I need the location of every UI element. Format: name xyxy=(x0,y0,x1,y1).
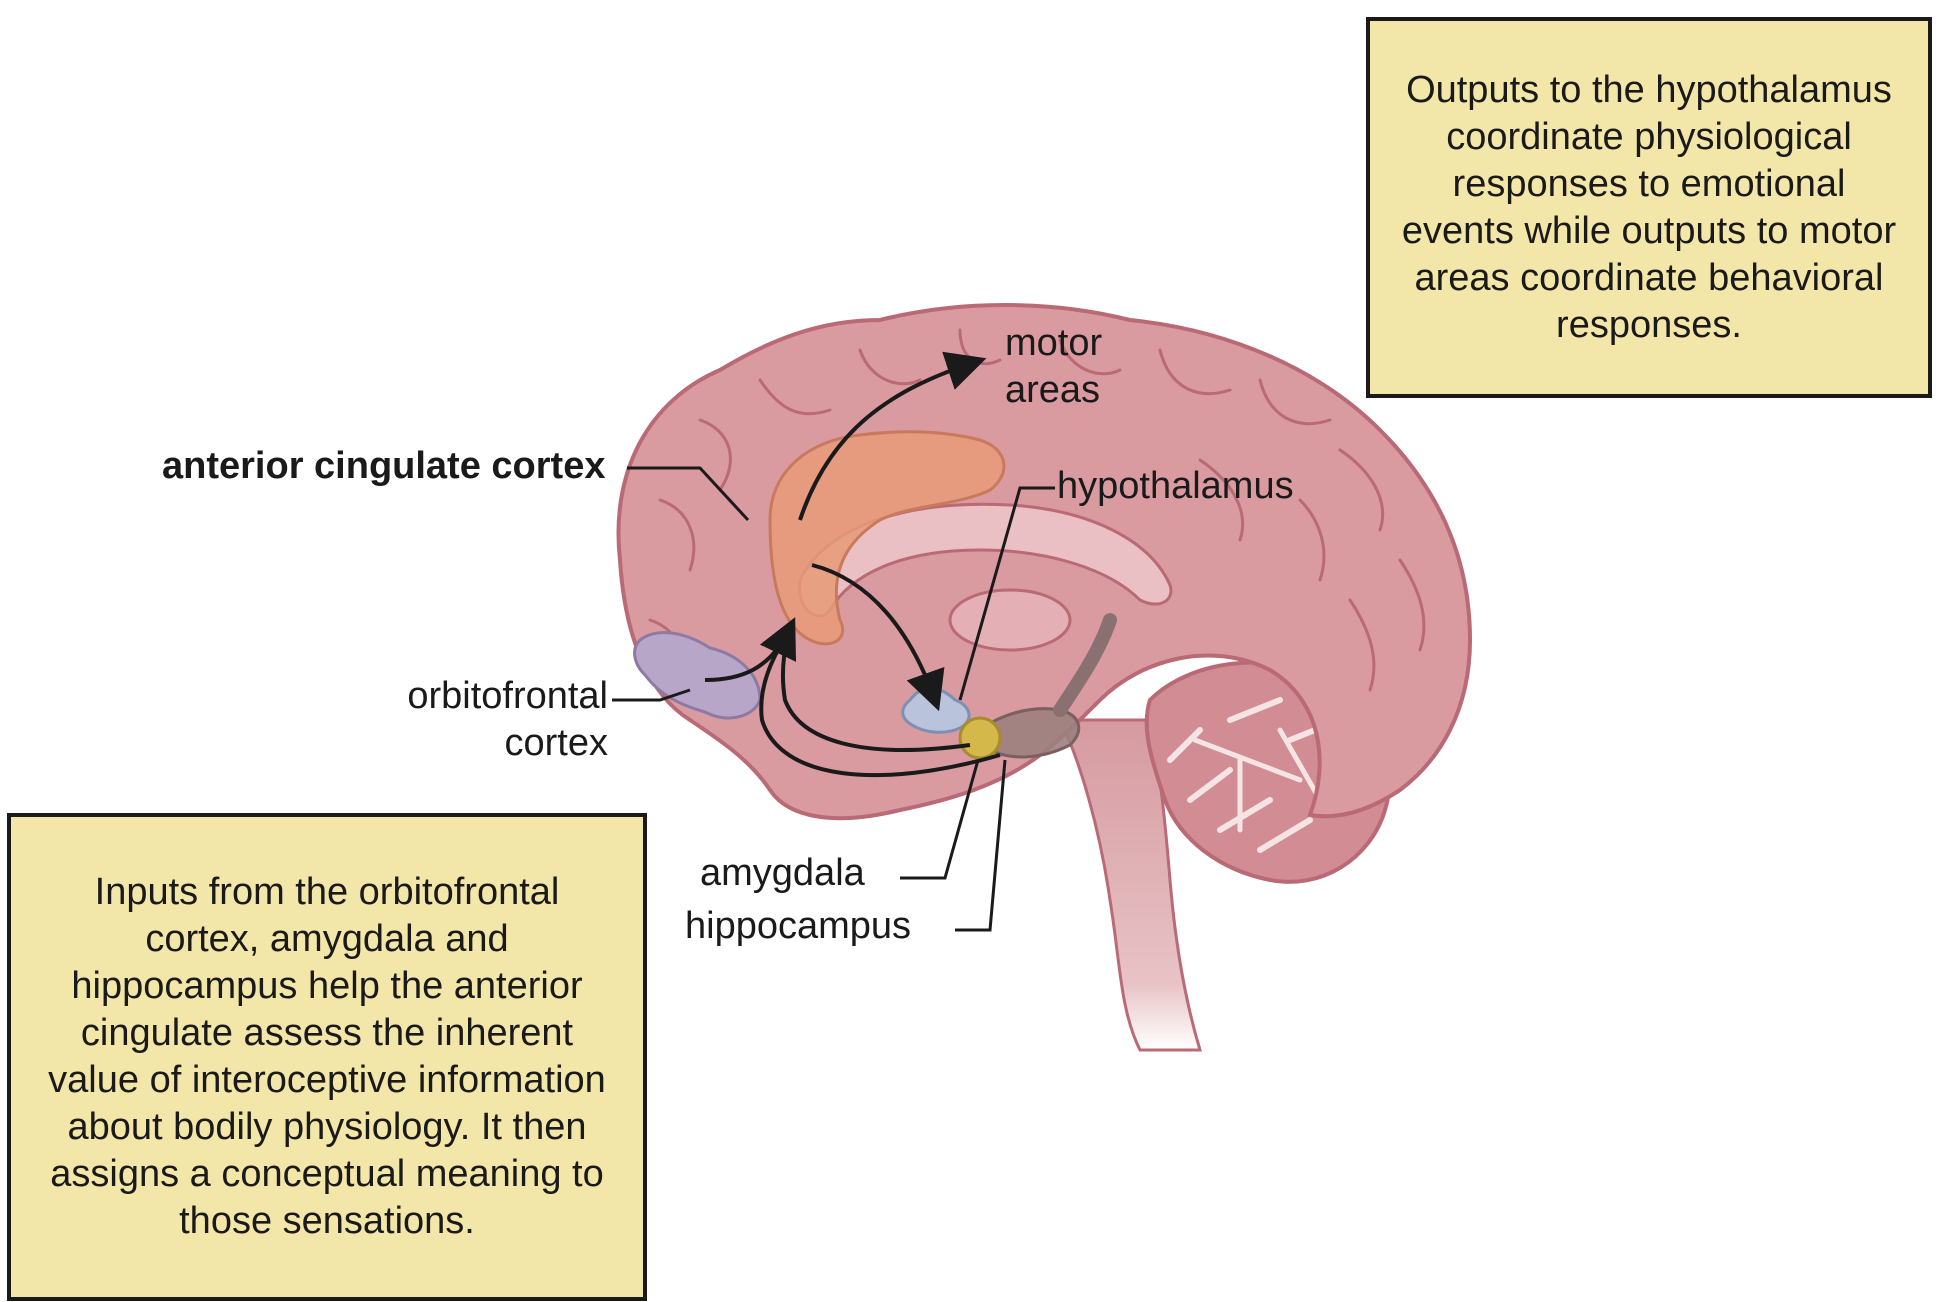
outputs-note: Outputs to the hypothalamus coordinate p… xyxy=(1366,17,1932,398)
leader-acc xyxy=(627,466,750,522)
thalamus xyxy=(948,588,1072,652)
label-motor-areas: motor areas xyxy=(1005,320,1102,414)
outputs-note-text: Outputs to the hypothalamus coordinate p… xyxy=(1401,68,1897,346)
pathway-arrows xyxy=(704,351,1001,778)
label-motor-areas-line1: motor xyxy=(1005,322,1103,364)
label-orbitofrontal-line2: cortex xyxy=(504,722,608,764)
cortex-folds xyxy=(648,328,1426,692)
leader-lines xyxy=(612,466,1055,932)
label-orbitofrontal-line1: orbitofrontal xyxy=(407,675,608,717)
arrow-acc-to-motor xyxy=(798,351,987,521)
corpus-callosum xyxy=(797,502,1173,618)
inputs-note: Inputs from the orbitofrontal cortex, am… xyxy=(7,813,647,1301)
leader-hypothalamus xyxy=(958,486,1055,701)
arrow-hippocampus-to-acc xyxy=(759,628,1001,778)
anterior-cingulate-region xyxy=(768,430,1006,646)
brainstem xyxy=(1057,718,1203,1052)
label-motor-areas-line2: areas xyxy=(1005,369,1101,411)
arrow-amygdala-to-acc xyxy=(781,626,971,752)
label-hypothalamus: hypothalamus xyxy=(1057,465,1294,507)
leader-amygdala xyxy=(900,759,980,880)
inputs-note-text: Inputs from the orbitofrontal cortex, am… xyxy=(48,871,606,1242)
label-amygdala: amygdala xyxy=(700,852,865,894)
orbitofrontal-region xyxy=(633,631,762,720)
arrow-acc-to-hypothalamus xyxy=(811,563,945,712)
leader-ofc xyxy=(612,688,691,702)
hippocampus-tail xyxy=(1053,613,1117,717)
label-anterior-cingulate: anterior cingulate cortex xyxy=(162,445,606,487)
leader-hippocampus xyxy=(955,759,1007,932)
amygdala-region xyxy=(958,716,1002,760)
label-orbitofrontal: orbitofrontal cortex xyxy=(378,673,608,767)
cerebrum xyxy=(616,303,1473,821)
label-hippocampus: hippocampus xyxy=(685,905,912,947)
